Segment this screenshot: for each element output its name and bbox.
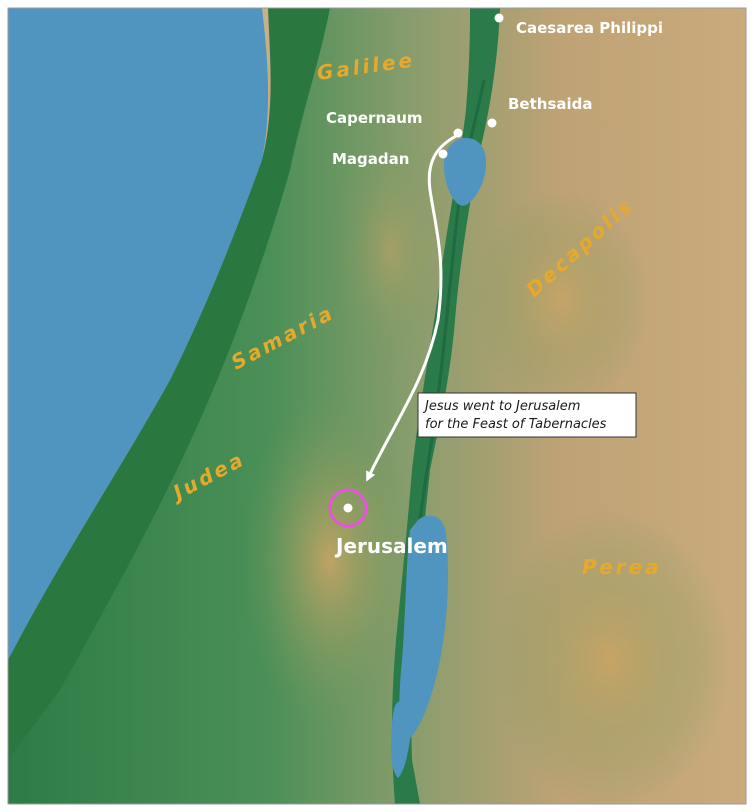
samarian-hills — [330, 130, 450, 370]
city-label-bethsaida: Bethsaida — [508, 95, 593, 113]
city-label-caesarea-philippi: Caesarea Philippi — [516, 19, 663, 37]
bethsaida-marker — [487, 118, 497, 128]
decapolis-hills — [470, 190, 650, 410]
caesarea-philippi-marker — [494, 13, 504, 23]
annotation-line-2: for the Feast of Tabernacles — [425, 417, 607, 432]
coastal-plain — [8, 8, 330, 760]
dead-sea — [399, 515, 448, 740]
city-label-magadan: Magadan — [332, 150, 409, 168]
dead-sea-south — [390, 700, 413, 778]
map-border — [7, 7, 747, 805]
jerusalem-highlight-ring — [328, 488, 368, 528]
annotation-box — [417, 392, 637, 438]
perea-hills — [490, 510, 730, 810]
judean-hills — [240, 390, 420, 730]
region-label-perea: Perea — [582, 555, 662, 579]
route-arrow — [366, 134, 457, 482]
city-label-capernaum: Capernaum — [326, 109, 423, 127]
magadan-marker — [438, 149, 448, 159]
annotation-line-1: Jesus went to Jerusalem — [422, 399, 580, 414]
mediterranean-sea — [8, 8, 269, 660]
capernaum-marker — [453, 128, 463, 138]
jerusalem-marker — [343, 503, 353, 513]
sea-of-galilee — [443, 137, 487, 206]
city-label-jerusalem: Jerusalem — [334, 534, 448, 558]
